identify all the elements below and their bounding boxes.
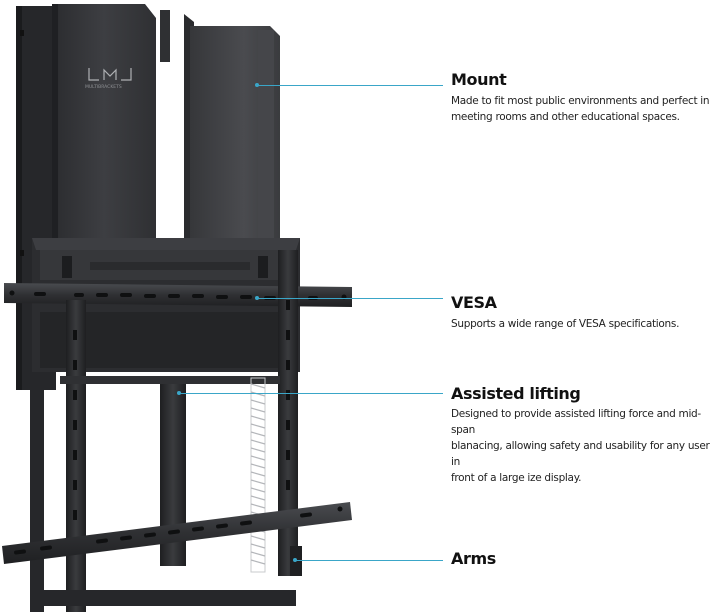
arms-leader-dot bbox=[293, 558, 297, 562]
assisted-lifting-description-line-3: front of a large ize display. bbox=[451, 472, 582, 484]
assisted-lifting-title: Assisted lifting bbox=[451, 384, 581, 403]
mount-description-line-1: Made to fit most public environments and… bbox=[451, 95, 710, 107]
mount-housing: MULTIBRACKETS bbox=[52, 4, 280, 250]
vesa-bar bbox=[4, 283, 352, 307]
assisted-lifting-leader-dot bbox=[177, 391, 181, 395]
lifting-spring bbox=[250, 377, 266, 573]
mount-description-line-2: meeting rooms and other educational spac… bbox=[451, 111, 680, 123]
assisted-lifting-description-line-2: blanacing, allowing safety and usability… bbox=[451, 440, 710, 468]
logo-text: MULTIBRACKETS bbox=[85, 84, 122, 90]
assisted-lifting-leader-line bbox=[180, 393, 443, 394]
assisted-lifting-description: Designed to provide assisted lifting for… bbox=[451, 406, 716, 486]
mount-leader-line bbox=[258, 85, 443, 86]
arms-leader-line bbox=[296, 560, 443, 561]
mount-leader-dot bbox=[255, 83, 259, 87]
vesa-description: Supports a wide range of VESA specificat… bbox=[451, 316, 716, 332]
vesa-leader-dot bbox=[255, 296, 259, 300]
arms-title: Arms bbox=[451, 549, 496, 568]
vertical-posts bbox=[30, 250, 298, 612]
vesa-description-line-1: Supports a wide range of VESA specificat… bbox=[451, 318, 680, 330]
mount-description: Made to fit most public environments and… bbox=[451, 93, 716, 125]
vesa-title: VESA bbox=[451, 293, 497, 312]
assisted-lifting-description-line-1: Designed to provide assisted lifting for… bbox=[451, 408, 701, 436]
vesa-leader-line bbox=[258, 298, 443, 299]
mount-title: Mount bbox=[451, 70, 507, 89]
